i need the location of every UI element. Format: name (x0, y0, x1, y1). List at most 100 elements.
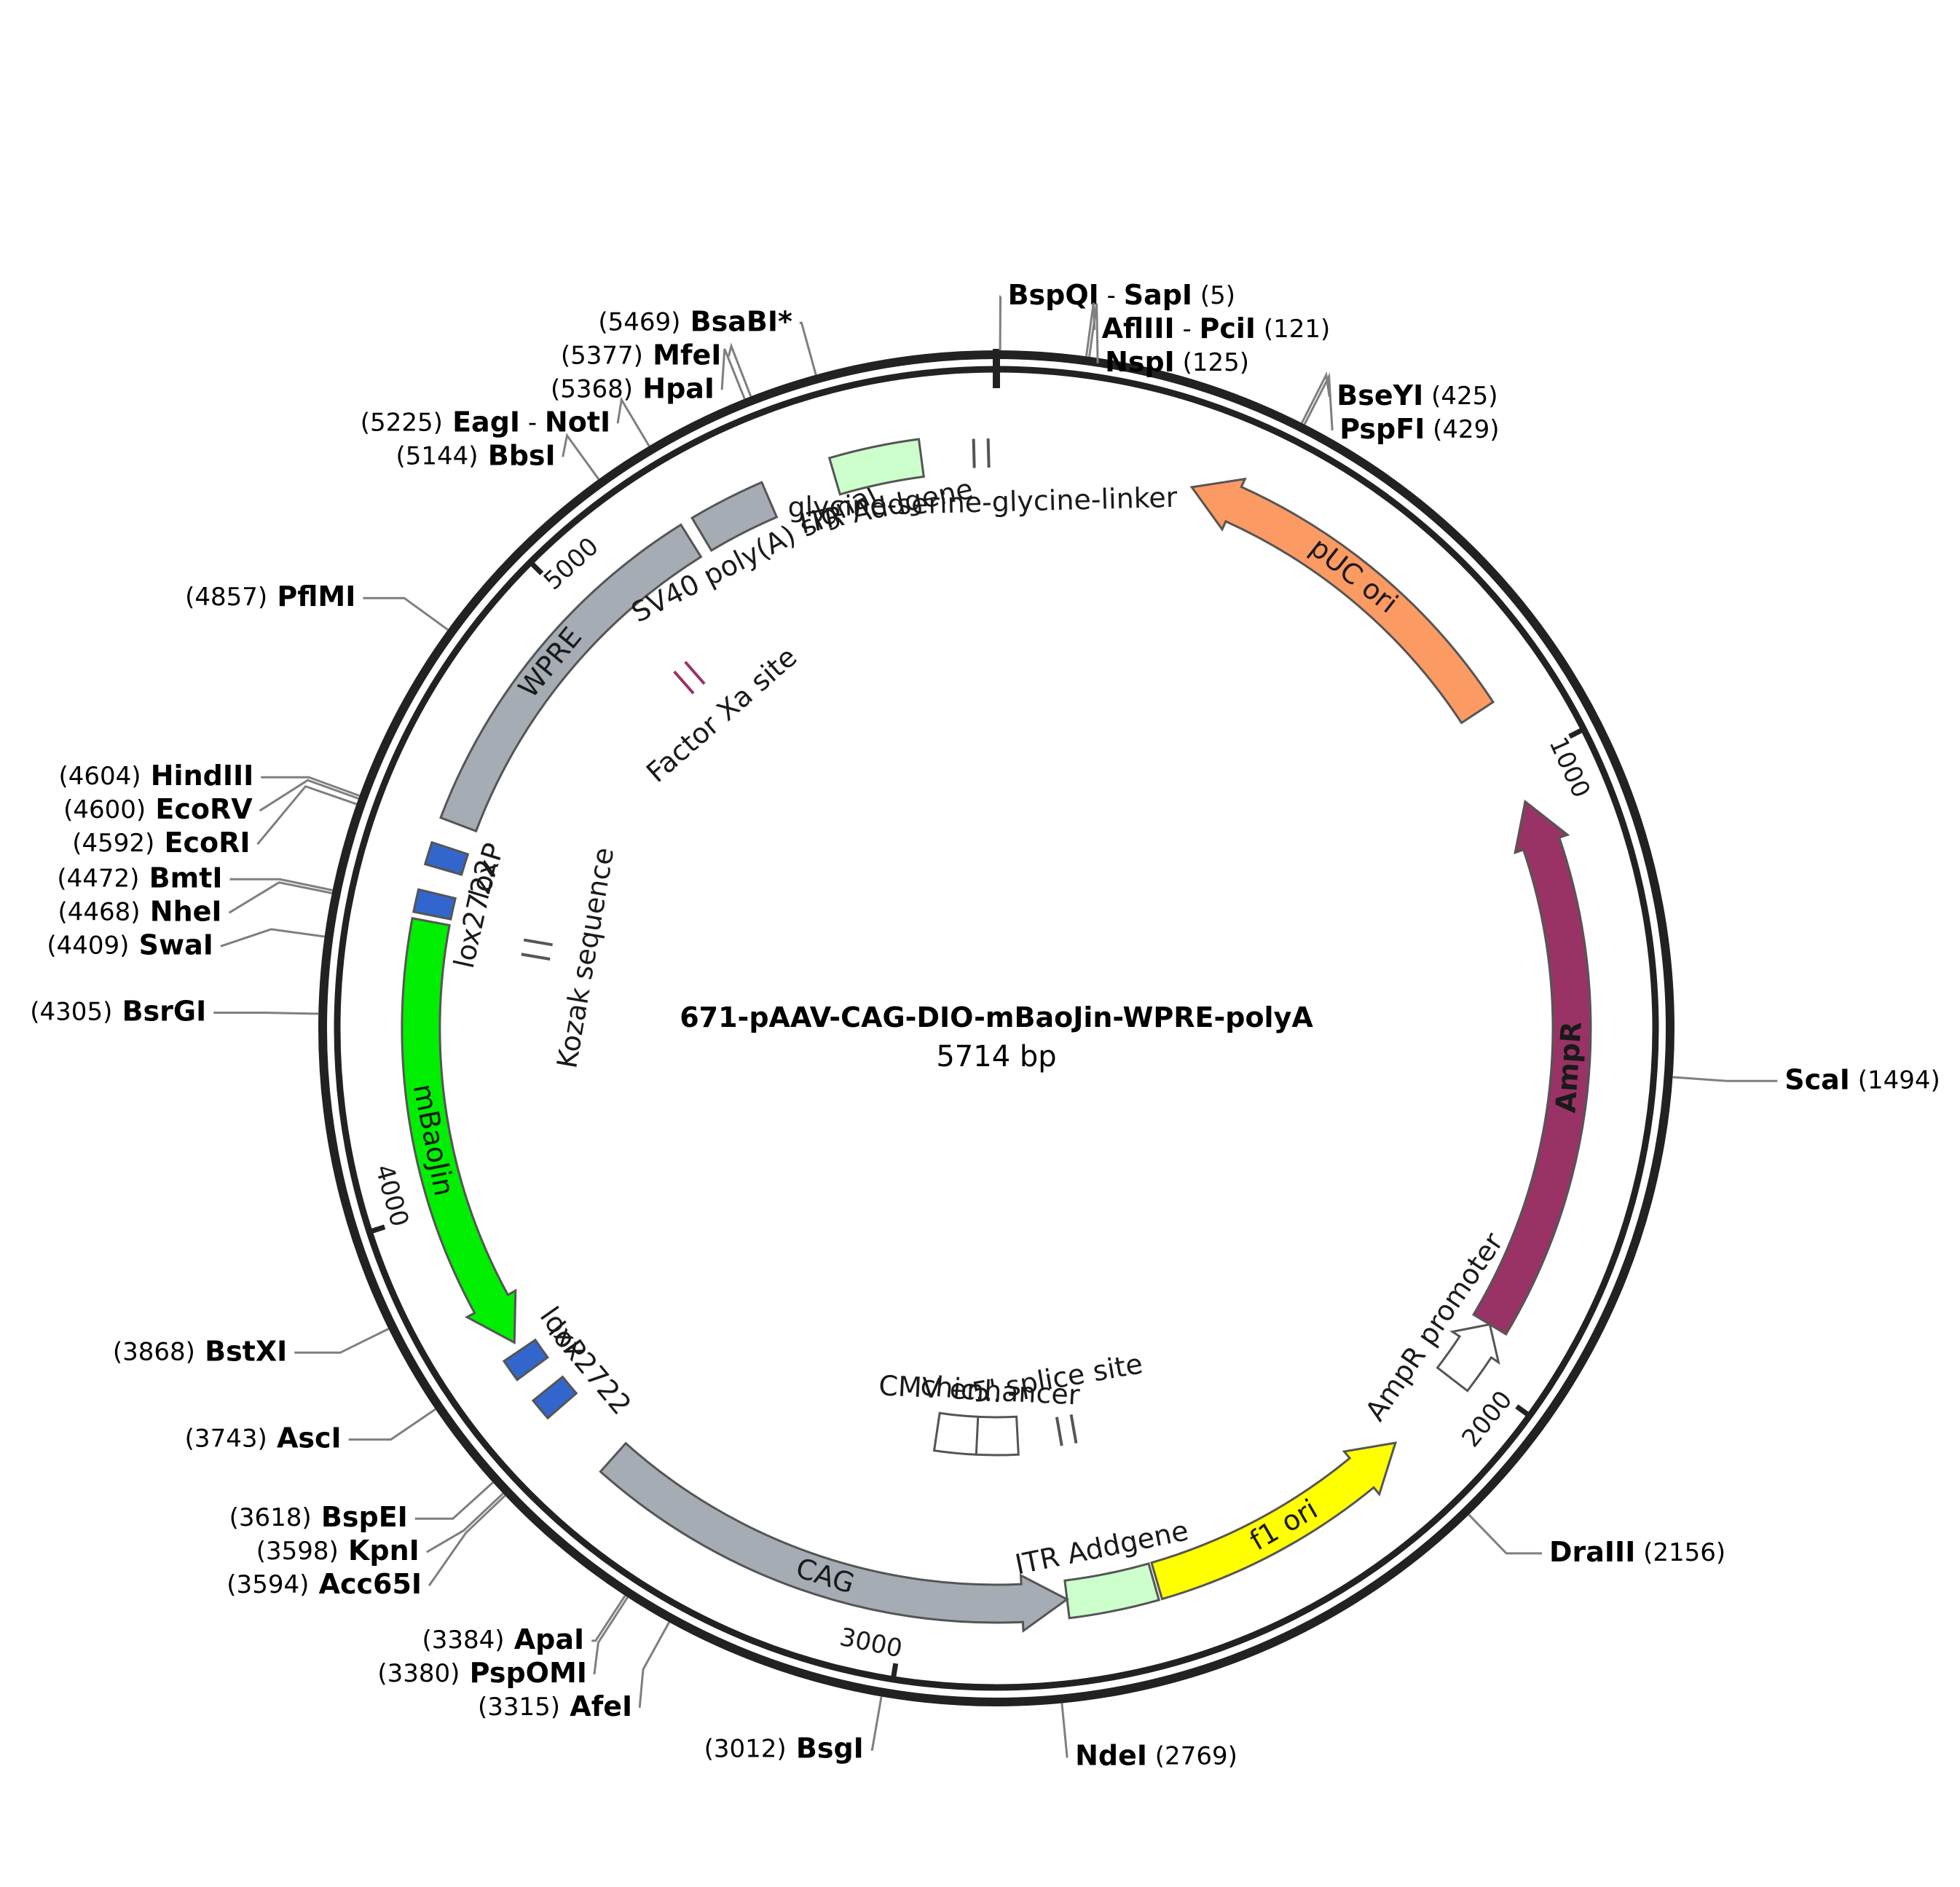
site-name: EcoRI (154, 827, 250, 859)
site-pos: (3384) (422, 1625, 504, 1654)
leader-nspi (1088, 303, 1099, 364)
leader-ecori (256, 784, 357, 846)
leader-ecorv (259, 779, 359, 812)
site-name: NspI (1105, 346, 1175, 378)
marker-five-prime-splice-site (1069, 1414, 1078, 1444)
site-ndei: NdeI (2769) (1075, 1739, 1237, 1771)
leader-mfei (727, 342, 752, 397)
site-name: HpaI (633, 372, 715, 404)
leader-swai (220, 928, 325, 948)
leader-bspei (414, 1481, 494, 1520)
site-pos: (3315) (478, 1692, 560, 1721)
site-pos: (4472) (57, 864, 139, 893)
site-pos: (3380) (377, 1658, 460, 1687)
site-name: BsrGI (112, 995, 206, 1027)
site-pos: (2156) (1635, 1537, 1725, 1567)
site-pos: (2769) (1147, 1741, 1237, 1770)
site-afliii-pcii: AflIII - PciI (121) (1102, 312, 1331, 344)
site-name: PspOMI (460, 1656, 587, 1688)
feature-loxp-bottom (502, 1338, 549, 1382)
site-name: DraIII (1549, 1535, 1635, 1567)
site-name: SwaI (129, 929, 213, 961)
site-pos: (425) (1423, 382, 1497, 411)
site-afei: (3315) AfeI (478, 1690, 632, 1722)
site-bbsi: (5144) BbsI (395, 439, 555, 471)
site-name: KpnI (339, 1535, 420, 1567)
site-name: NheI (141, 895, 222, 927)
marker-kozak-sequence (521, 953, 551, 961)
site-pos: (3012) (704, 1734, 787, 1763)
site-name: BspEI (312, 1501, 408, 1533)
site-pos: (4600) (63, 795, 146, 824)
site-pos: (4468) (58, 897, 141, 926)
leader-apai (591, 1595, 626, 1642)
site-pos: (5225) (361, 408, 443, 437)
site-pos: (5368) (551, 374, 633, 403)
site-hindiii: (4604) HindIII (58, 760, 253, 792)
tick-mark (1568, 725, 1588, 739)
site-name: BstXI (195, 1335, 287, 1367)
site-mfei: (5377) MfeI (561, 339, 722, 371)
site-name: BseYI (1337, 379, 1423, 411)
site-separator: - (1175, 315, 1200, 344)
plasmid-name: 671-pAAV-CAG-DIO-mBaoJin-WPRE-polyA (680, 1001, 1313, 1033)
site-swai: (4409) SwaI (47, 929, 213, 961)
leader-hindiii (261, 776, 361, 797)
leader-afei (638, 1621, 671, 1709)
feature-mbaojin (401, 917, 517, 1344)
site-name: EagI (443, 406, 520, 438)
marker-factor-xa-site (684, 661, 706, 685)
site-bspei: (3618) BspEI (229, 1501, 408, 1533)
tick-mark (1515, 1404, 1534, 1420)
site-name2: PciI (1200, 312, 1256, 344)
leader-eagi-noti (616, 396, 650, 447)
marker-five-prime-splice-site (1055, 1417, 1063, 1446)
tick-mark (526, 558, 544, 575)
site-pos: (4592) (72, 829, 154, 858)
leader-pflmi (363, 596, 449, 631)
site-bsrgi: (4305) BsrGI (30, 995, 206, 1027)
feature-itr-addgene-right (1063, 1562, 1161, 1620)
site-name: EcoRV (146, 793, 253, 825)
site-pspomi: (3380) PspOMI (377, 1656, 587, 1688)
tick-mark (366, 1224, 386, 1236)
site-separator: - (520, 408, 545, 437)
feature-loxp-top (423, 840, 470, 876)
feature-label-chicken-promoter: chic... (919, 1369, 1004, 1409)
site-pos: (5469) (598, 307, 680, 336)
marker-factor-xa-site (673, 670, 695, 695)
site-acc65i: (3594) Acc65I (227, 1568, 422, 1600)
feature-lox2722-top (412, 888, 457, 921)
site-name: MfeI (643, 339, 722, 371)
site-ecorv: (4600) EcoRV (63, 793, 253, 825)
site-ecori: (4592) EcoRI (72, 827, 250, 859)
site-name: ScaI (1784, 1063, 1850, 1095)
feature-itr-addgene-left (827, 438, 925, 496)
marker-glycine-serine-glycine-linker (972, 438, 976, 468)
site-name: PspFI (1339, 413, 1425, 445)
leader-bstxi (294, 1328, 390, 1354)
site-pos: (4409) (47, 931, 129, 960)
site-apai: (3384) ApaI (422, 1623, 584, 1655)
site-pos: (3618) (229, 1503, 312, 1532)
site-nspi: NspI (125) (1105, 346, 1249, 378)
label-factor-xa-site: Factor Xa site (640, 641, 803, 789)
feature-ampr-promoter (1436, 1323, 1500, 1392)
leader-nhei (228, 881, 332, 914)
site-name: BbsI (479, 439, 556, 471)
site-name: BsaBI* (680, 305, 792, 337)
feature-lox2722-bottom (531, 1375, 578, 1420)
feature-cag (599, 1441, 1069, 1634)
site-name2: SapI (1124, 279, 1192, 311)
site-separator: - (1099, 281, 1124, 310)
site-pos: (4305) (30, 997, 112, 1026)
site-pos: (429) (1425, 415, 1499, 444)
site-name: AscI (267, 1422, 342, 1454)
site-bmti: (4472) BmtI (57, 862, 222, 894)
tick-mark (890, 1663, 899, 1683)
leader-bspqi-sapi (999, 295, 1001, 351)
feature-ampr (1472, 799, 1592, 1336)
leader-bsgi (870, 1696, 883, 1751)
